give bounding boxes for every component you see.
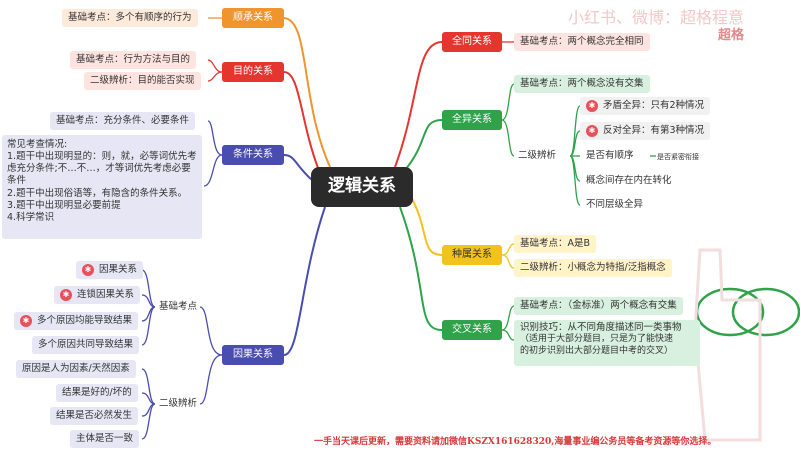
note-line: 3.题干中出现明显必要前提 — [7, 199, 121, 211]
quanyi-item: ✱反对全异：有第3种情况 — [580, 122, 711, 140]
yinguo-advanced-item: 结果是否必然发生 — [50, 407, 139, 425]
leaf-jiaocha-basic: 基础考点：（金标准）两个概念有交集 — [514, 297, 683, 315]
footer-notice: 一手当天课后更新，需要资料请加微信KSZX161628320,海量事业编公务员等… — [314, 437, 717, 447]
yinguo-basic-item: ✱因果关系 — [76, 261, 144, 279]
yinguo-advanced-item: 主体是否一致 — [70, 430, 140, 448]
leaf-tiaojian-basic: 基础考点：充分条件、必要条件 — [50, 112, 196, 130]
node-quanyi[interactable]: 全异关系 — [442, 110, 502, 130]
node-mude[interactable]: 目的关系 — [222, 62, 284, 82]
yinguo-advanced-item: 结果是好的/坏的 — [56, 384, 138, 402]
yinguo-sub-advanced: 二级辨析 — [159, 398, 198, 410]
quanyi-item: 概念间存在内在转化 — [586, 175, 672, 187]
venn-circle-left — [695, 287, 765, 337]
leaf-zhongshu-basic: 基础考点：A是B — [514, 235, 597, 253]
tip-line: （适用于大部分题目，只是为了能快速 — [520, 334, 674, 345]
watermark-text: 小红书、微博：超格程意 — [568, 8, 745, 27]
quanyi-tiny-note: 是否紧密衔接 — [657, 153, 699, 161]
leaf-mude-basic: 基础考点：行为方法与目的 — [70, 51, 197, 69]
leaf-shuncheng-basic: 基础考点：多个有顺序的行为 — [62, 9, 198, 27]
tip-line: 识别技巧：从不同角度描述同一类事物 — [520, 322, 682, 333]
note-line: 2.题干中出现俗语等，有隐含的条件关系。 — [7, 187, 188, 199]
note-line: 1.题干中出现明显的：则，就，必等词优先考虑充分条件;不…不…，才等词优先考虑必… — [7, 151, 197, 187]
note-line: 常见考查情况: — [7, 139, 68, 150]
node-shuncheng[interactable]: 顺承关系 — [222, 8, 284, 28]
leaf-quanyi-basic: 基础考点：两个概念没有交集 — [514, 75, 650, 93]
watermark-hand-icon — [693, 248, 762, 442]
star-icon: ✱ — [82, 264, 94, 276]
leaf-quantong-basic: 基础考点：两个概念完全相同 — [514, 33, 650, 51]
leaf-mude-advanced: 二级辨析：目的能否实现 — [84, 72, 201, 90]
node-zhongshu[interactable]: 种属关系 — [442, 245, 502, 265]
star-icon: ✱ — [20, 315, 32, 327]
watermark-brand: 超格 — [718, 28, 745, 43]
node-jiaocha[interactable]: 交叉关系 — [442, 320, 502, 340]
yinguo-sub-basic: 基础考点 — [159, 301, 198, 313]
node-yinguo[interactable]: 因果关系 — [222, 345, 284, 365]
yinguo-advanced-item: 原因是人为因素/天然因素 — [16, 360, 136, 378]
yinguo-basic-item: ✱连锁因果关系 — [54, 286, 141, 304]
node-tiaojian[interactable]: 条件关系 — [222, 145, 284, 165]
quanyi-item: 是否有顺序 — [586, 150, 634, 162]
star-icon: ✱ — [586, 100, 598, 112]
tiaojian-note-box: 常见考查情况: 1.题干中出现明显的：则，就，必等词优先考虑充分条件;不…不…，… — [2, 135, 202, 239]
star-icon: ✱ — [586, 125, 598, 137]
tip-line: 的初步识别出大部分题目中考的交叉） — [520, 346, 674, 357]
yinguo-basic-item: 多个原因共同导致结果 — [32, 336, 140, 354]
quanyi-sub-advanced: 二级辨析 — [518, 150, 557, 162]
leaf-jiaocha-tip: 识别技巧：从不同角度描述同一类事物 （适用于大部分题目，只是为了能快速 的初步识… — [514, 320, 700, 366]
center-node[interactable]: 逻辑关系 — [311, 167, 413, 207]
star-icon: ✱ — [60, 289, 72, 301]
venn-circle-right — [731, 287, 800, 337]
note-line: 4.科学常识 — [7, 211, 55, 223]
leaf-zhongshu-advanced: 二级辨析：小概念为特指/泛指概念 — [514, 259, 672, 277]
quanyi-item: 不同层级全异 — [586, 199, 644, 211]
quanyi-item: ✱矛盾全异：只有2种情况 — [580, 97, 711, 115]
yinguo-basic-item: ✱多个原因均能导致结果 — [14, 312, 139, 330]
node-quantong[interactable]: 全同关系 — [442, 32, 502, 52]
